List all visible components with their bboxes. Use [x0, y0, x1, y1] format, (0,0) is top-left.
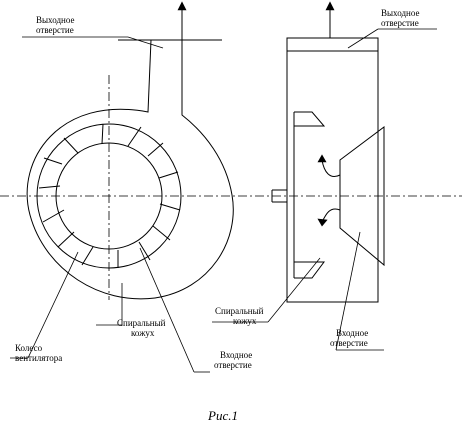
center-lines [0, 75, 462, 300]
impeller-blades [38, 123, 181, 268]
impeller-section [293, 111, 326, 279]
leader-lines [10, 28, 437, 373]
outlet-arrows [177, 1, 335, 40]
spiral-casing-front [26, 39, 234, 300]
label-spiral-casing-right: Спиральный кожух [215, 306, 264, 326]
guide-ring [36, 123, 182, 269]
flow-arrows [317, 154, 341, 227]
label-inlet-left: Входное отверстие [214, 350, 253, 370]
label-inlet-right: Входное отверстие [330, 328, 369, 348]
label-outlet-left: Выходное отверстие [36, 15, 75, 35]
label-impeller: Колесо вентилятора [15, 343, 63, 363]
label-spiral-casing-left: Спиральный кожух [117, 318, 166, 338]
inlet-cone [339, 126, 385, 267]
impeller-disk [55, 142, 163, 250]
label-outlet-right: Выходное отверстие [381, 8, 420, 28]
figure-caption: Рис.1 [208, 408, 238, 423]
spiral-casing-side [271, 37, 379, 303]
